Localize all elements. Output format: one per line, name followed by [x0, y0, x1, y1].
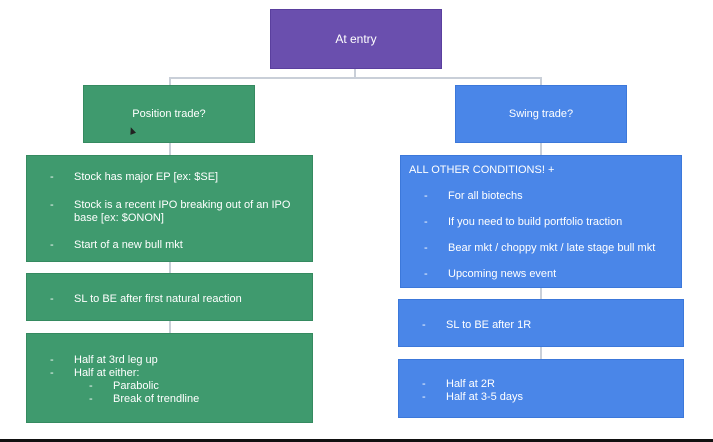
- exit-item: - Half at either:: [50, 367, 140, 379]
- node-at-entry: At entry: [270, 9, 442, 69]
- condition-item: - Start of a new bull mkt: [50, 239, 183, 251]
- connector-left-down: [169, 77, 171, 85]
- condition-item: - Upcoming news event: [424, 268, 557, 280]
- node-swing-exits: - Half at 2R - Half at 3-5 days: [398, 359, 684, 418]
- exit-item: - Half at 3rd leg up: [50, 354, 158, 366]
- node-swing-trade: Swing trade?: [455, 85, 627, 143]
- connector-left-1: [169, 143, 171, 155]
- exit-subitem: - Parabolic: [89, 380, 159, 392]
- node-swing-conditions: ALL OTHER CONDITIONS! + - For all biotec…: [400, 155, 682, 288]
- connector-right-down: [540, 77, 542, 85]
- connector-root-down: [354, 69, 356, 79]
- condition-item: - If you need to build portfolio tractio…: [424, 216, 623, 228]
- connector-left-3: [169, 321, 171, 333]
- node-swing-trade-label: Swing trade?: [508, 108, 574, 120]
- exit-item: - Half at 2R: [422, 378, 495, 390]
- node-swing-stop: - SL to BE after 1R: [398, 299, 684, 347]
- condition-item: - Stock has major EP [ex: $SE]: [50, 171, 219, 183]
- condition-item: - Stock is a recent IPO breaking out of …: [50, 199, 291, 224]
- connector-left-2: [169, 262, 171, 273]
- connector-right-1: [540, 143, 542, 155]
- connector-horizontal: [169, 77, 542, 79]
- exit-item: - Half at 3-5 days: [422, 391, 524, 403]
- stop-item: - SL to BE after first natural reaction: [50, 293, 242, 305]
- swing-intro: ALL OTHER CONDITIONS! +: [409, 164, 555, 176]
- bottom-border: [0, 439, 713, 442]
- stop-item: - SL to BE after 1R: [422, 319, 532, 331]
- node-at-entry-label: At entry: [335, 32, 377, 46]
- condition-item: - Bear mkt / choppy mkt / late stage bul…: [424, 242, 656, 254]
- node-position-trade-label: Position trade?: [132, 108, 206, 120]
- node-position-stop: - SL to BE after first natural reaction: [26, 273, 313, 321]
- connector-right-3: [540, 347, 542, 359]
- node-position-exits: - Half at 3rd leg up - Half at either: -…: [26, 333, 313, 423]
- exit-subitem: - Break of trendline: [89, 393, 200, 405]
- node-position-trade: Position trade?: [83, 85, 255, 143]
- node-position-conditions: - Stock has major EP [ex: $SE] - Stock i…: [26, 155, 313, 262]
- condition-item: - For all biotechs: [424, 190, 523, 202]
- connector-right-2: [540, 288, 542, 299]
